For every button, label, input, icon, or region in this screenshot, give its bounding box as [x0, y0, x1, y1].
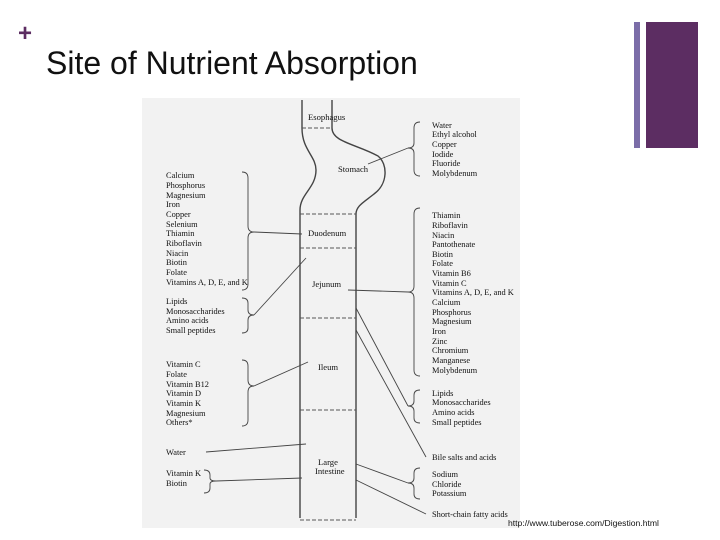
organ-stomach: Stomach: [338, 164, 369, 174]
slide-title: Site of Nutrient Absorption: [46, 45, 418, 82]
left-duodenum-item: Selenium: [166, 220, 198, 229]
left-colon-item: Vitamin K: [166, 469, 201, 478]
right-lipids-item: Amino acids: [432, 408, 475, 417]
pointer-bile: [356, 330, 426, 457]
right-stomach-item: Molybdenum: [432, 169, 478, 178]
right-jejunum-item: Magnesium: [432, 317, 472, 326]
right-jejunum-item: Thiamin: [432, 211, 461, 220]
left-duodenum-item: Calcium: [166, 171, 195, 180]
right-jejunum-item: Niacin: [432, 231, 455, 240]
left-duodenum-item: Biotin: [166, 258, 188, 267]
plus-bullet-icon: +: [18, 22, 32, 46]
left-jejunum-item: Amino acids: [166, 316, 209, 325]
right-jejunum-item: Biotin: [432, 250, 454, 259]
right-jejunum-item: Vitamin C: [432, 279, 467, 288]
brace-left-duodenum: [242, 172, 254, 290]
gi-tract-left-wall: [300, 100, 316, 518]
right-jejunum-item: Pantothenate: [432, 240, 476, 249]
pointer-colon-left: [216, 478, 302, 481]
organ-jejunum: Jejunum: [312, 279, 341, 289]
pointer-duodenum: [254, 232, 302, 234]
left-ileum-item: Vitamin B12: [166, 380, 209, 389]
right-scfa-label: Short-chain fatty acids: [432, 510, 508, 519]
left-ileum-item: Vitamin D: [166, 389, 201, 398]
right-jejunum-item: Phosphorus: [432, 308, 471, 317]
right-stomach-item: Iodide: [432, 150, 454, 159]
left-ileum-item: Magnesium: [166, 409, 206, 418]
right-jejunum-item: Vitamin B6: [432, 269, 471, 278]
pointer-stomach: [368, 148, 408, 164]
organ-ileum: Ileum: [318, 362, 338, 372]
pointer-scfa: [356, 480, 426, 514]
left-duodenum-item: Iron: [166, 200, 181, 209]
organ-esophagus: Esophagus: [308, 112, 346, 122]
accent-bar-thick: [646, 22, 698, 148]
right-colon-item: Chloride: [432, 480, 462, 489]
left-jejunum-item: Monosaccharides: [166, 307, 225, 316]
brace-right-stomach: [408, 122, 420, 176]
organ-large-intestine-line2: Intestine: [315, 466, 345, 476]
left-duodenum-item: Folate: [166, 268, 187, 277]
source-url: http://www.tuberose.com/Digestion.html: [508, 518, 659, 528]
right-jejunum-item: Zinc: [432, 337, 448, 346]
right-colon-item: Sodium: [432, 470, 459, 479]
pointer-colon-right: [356, 464, 408, 483]
pointer-lipids: [356, 308, 408, 406]
right-lipids-item: Small peptides: [432, 418, 482, 427]
left-duodenum-item: Niacin: [166, 249, 189, 258]
brace-left-ileum: [242, 360, 254, 426]
left-ileum-item: Others*: [166, 418, 193, 427]
left-duodenum-item: Thiamin: [166, 229, 195, 238]
brace-right-jejunum: [408, 208, 420, 376]
left-ileum-item: Vitamin C: [166, 360, 201, 369]
pointer-jejunum-right: [348, 290, 408, 292]
digestive-tract-diagram: Esophagus Stomach Duodenum Jejunum Ileum…: [142, 98, 520, 528]
left-ileum-item: Vitamin K: [166, 399, 201, 408]
left-duodenum-item: Vitamins A, D, E, and K: [166, 278, 248, 287]
right-jejunum-item: Vitamins A, D, E, and K: [432, 288, 514, 297]
left-duodenum-item: Copper: [166, 210, 191, 219]
right-lipids-item: Monosaccharides: [432, 398, 491, 407]
pointer-jejunum-left: [254, 258, 306, 315]
left-water-label: Water: [166, 448, 186, 457]
right-jejunum-item: Chromium: [432, 346, 469, 355]
right-jejunum-item: Manganese: [432, 356, 470, 365]
left-duodenum-item: Phosphorus: [166, 181, 205, 190]
brace-left-jejunum: [242, 298, 254, 333]
organ-duodenum: Duodenum: [308, 228, 347, 238]
left-jejunum-item: Small peptides: [166, 326, 216, 335]
pointer-water: [206, 444, 306, 452]
right-stomach-item: Water: [432, 121, 452, 130]
right-bile-label: Bile salts and acids: [432, 453, 496, 462]
brace-right-lipids: [408, 390, 420, 423]
left-duodenum-item: Magnesium: [166, 191, 206, 200]
left-colon-item: Biotin: [166, 479, 188, 488]
right-jejunum-item: Riboflavin: [432, 221, 469, 230]
left-ileum-item: Folate: [166, 370, 187, 379]
right-jejunum-item: Molybdenum: [432, 366, 478, 375]
left-duodenum-item: Riboflavin: [166, 239, 203, 248]
right-stomach-item: Fluoride: [432, 159, 461, 168]
right-jejunum-item: Iron: [432, 327, 447, 336]
gi-tract-right-wall: [332, 100, 385, 518]
right-stomach-item: Ethyl alcohol: [432, 130, 478, 139]
right-jejunum-item: Calcium: [432, 298, 461, 307]
brace-left-colon: [204, 470, 216, 493]
right-stomach-item: Copper: [432, 140, 457, 149]
brace-right-colon: [408, 468, 420, 499]
right-colon-item: Potassium: [432, 489, 467, 498]
accent-bar-thin: [634, 22, 640, 148]
right-lipids-item: Lipids: [432, 389, 453, 398]
left-jejunum-item: Lipids: [166, 297, 187, 306]
right-jejunum-item: Folate: [432, 259, 453, 268]
